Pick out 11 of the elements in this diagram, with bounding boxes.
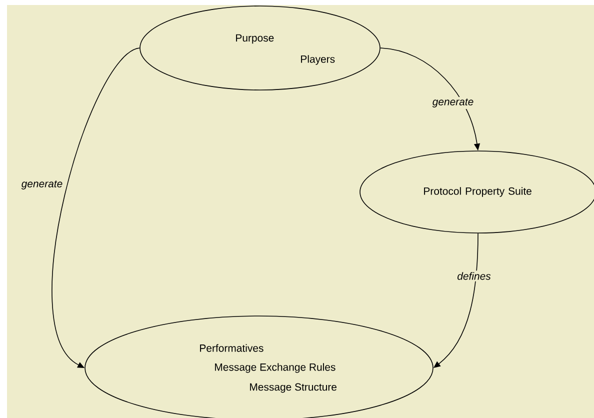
node-text: Players — [301, 55, 335, 65]
arrow — [52, 48, 140, 368]
ellipse — [140, 6, 380, 90]
edge-label: defines — [456, 270, 492, 282]
edge-label: generate — [20, 179, 64, 191]
node-text: Purpose — [236, 34, 274, 44]
node-text: Performatives — [200, 344, 264, 352]
edge-label: generate — [430, 97, 476, 109]
node-text: Message Exchange Rules — [215, 363, 336, 373]
node-text: Protocol Property Suite — [424, 187, 532, 197]
node-text: Message Structure — [250, 383, 336, 393]
